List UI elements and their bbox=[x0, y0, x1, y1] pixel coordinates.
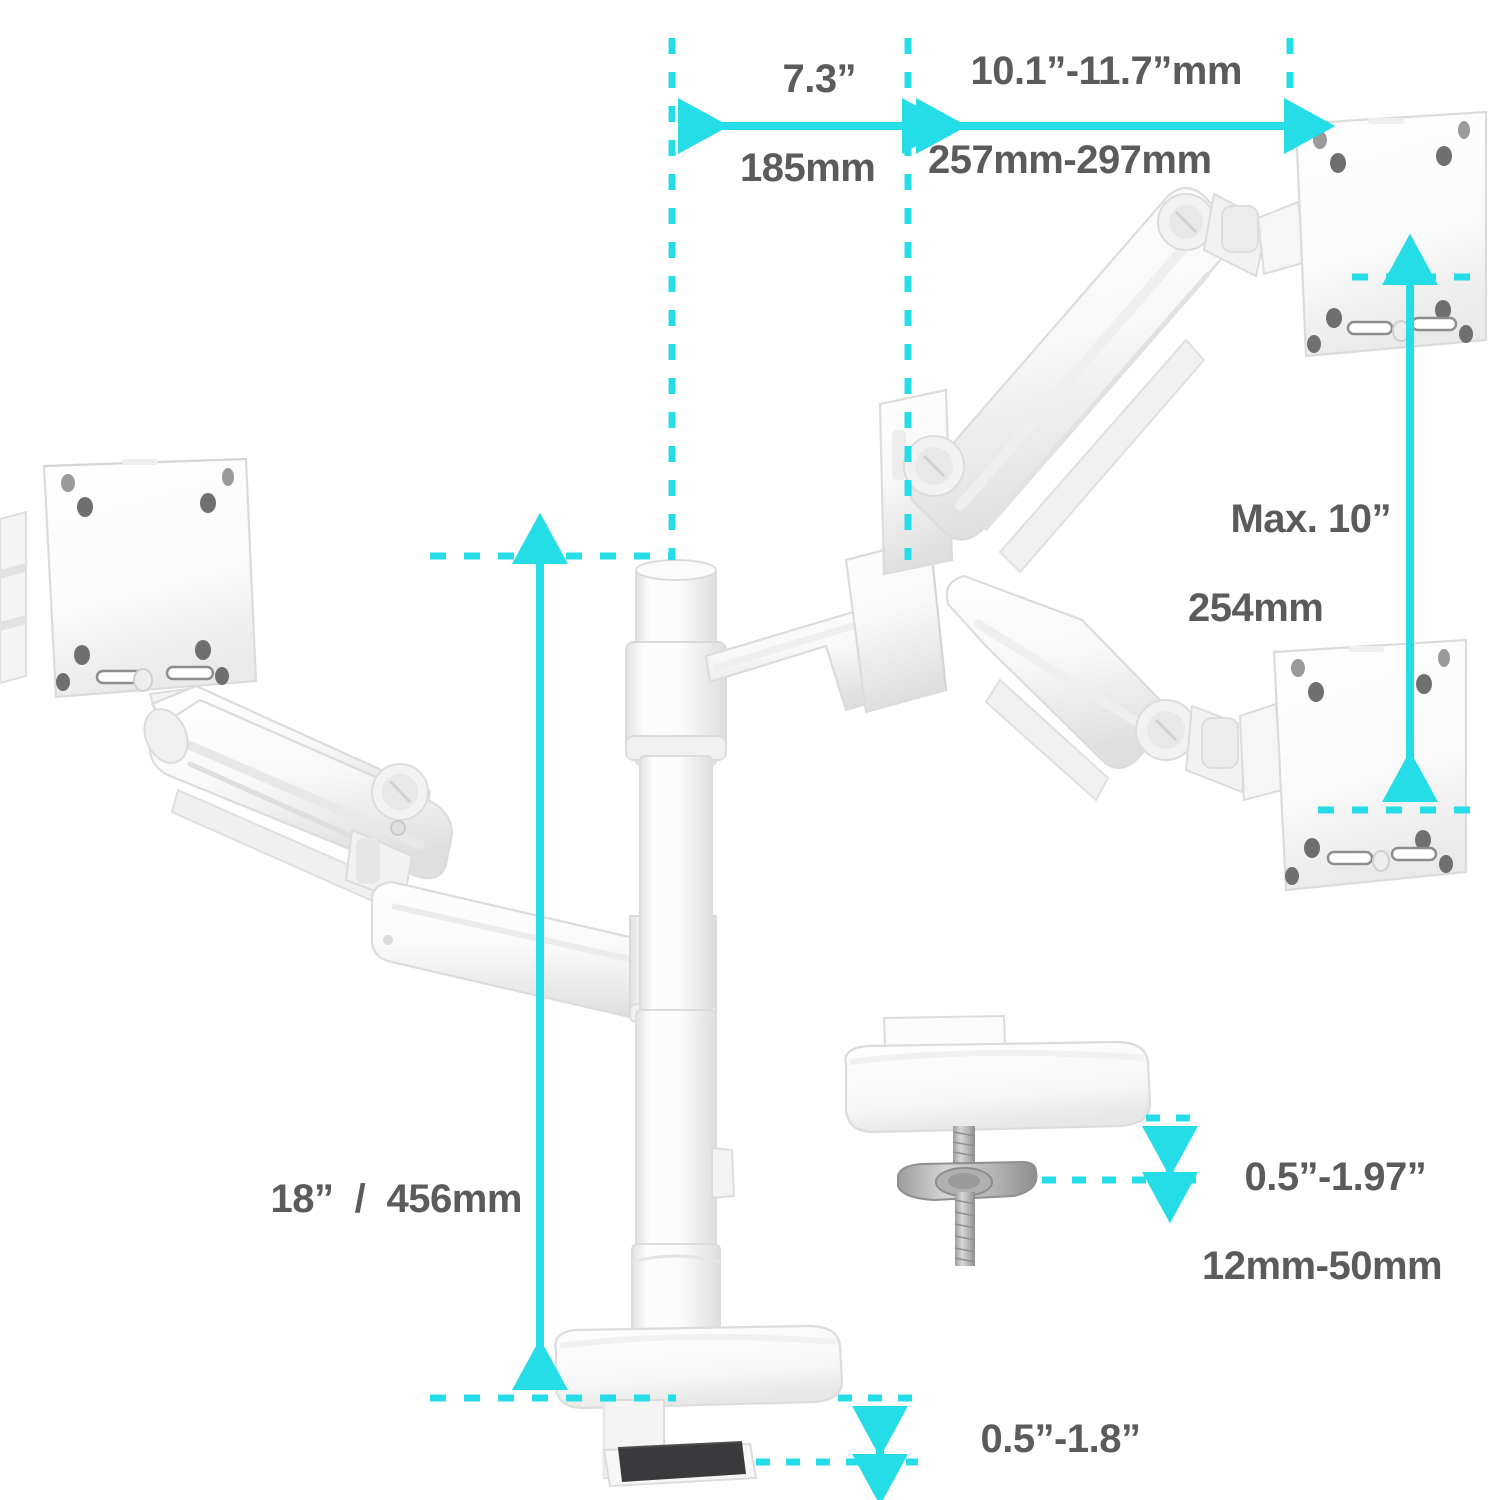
c-clamp-base bbox=[554, 1324, 844, 1488]
dim-label-arm-extension: 10.1”-11.7”mm 257mm-297mm bbox=[928, 4, 1242, 273]
dim-grommet-metric: 12mm-50mm bbox=[1202, 1244, 1443, 1289]
dim-7-3-imperial: 7.3” bbox=[782, 56, 857, 101]
gas-spring-arm-right-upper bbox=[903, 186, 1308, 574]
dim-extension-metric: 257mm-297mm bbox=[928, 138, 1212, 183]
dim-7-3-metric: 185mm bbox=[740, 146, 876, 191]
gas-spring-arm-left bbox=[143, 684, 454, 908]
grommet-mount bbox=[844, 1014, 1152, 1266]
vesa-plate-left bbox=[0, 457, 258, 699]
gas-spring-arm-right-lower bbox=[945, 574, 1284, 802]
dim-pole-height-value: 18” / 456mm bbox=[270, 1176, 522, 1221]
dim-label-7-3-inch: 7.3” 185mm bbox=[740, 12, 876, 281]
dim-label-clamp: 0.5”-1.8” 12mm-45mm bbox=[938, 1372, 1178, 1500]
dim-label-pole-height: 18” / 456mm bbox=[228, 1132, 522, 1266]
center-pole bbox=[625, 559, 736, 1365]
dim-label-grommet: 0.5”-1.97” 12mm-50mm bbox=[1202, 1110, 1443, 1379]
dim-max-travel-imperial: Max. 10” bbox=[1230, 496, 1391, 541]
dim-grommet-imperial: 0.5”-1.97” bbox=[1244, 1154, 1427, 1199]
dim-extension-imperial: 10.1”-11.7”mm bbox=[970, 48, 1242, 93]
dim-max-travel-metric: 254mm bbox=[1188, 586, 1324, 631]
dim-label-max-travel: Max. 10” 254mm bbox=[1188, 452, 1391, 721]
dim-clamp-imperial: 0.5”-1.8” bbox=[980, 1416, 1141, 1461]
